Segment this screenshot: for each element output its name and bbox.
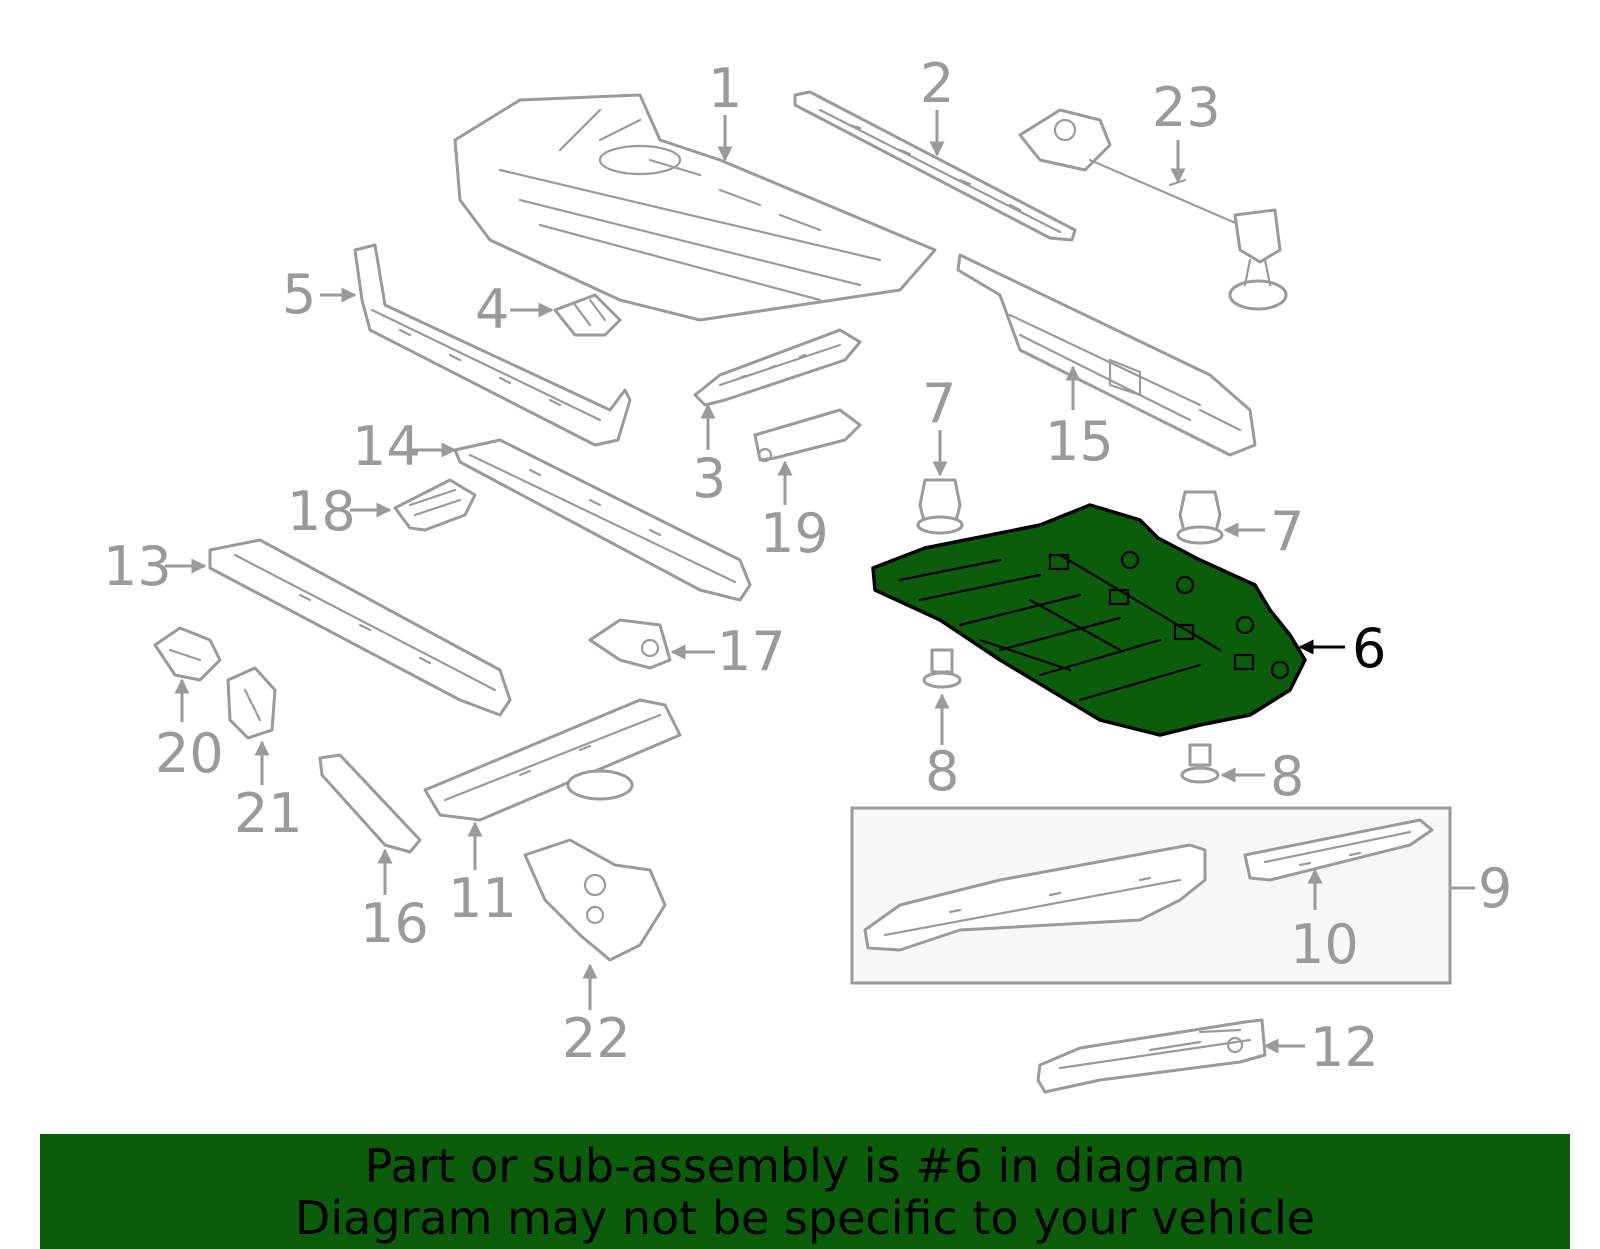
callout-7a[interactable]: 7 <box>922 372 956 435</box>
callout-21[interactable]: 21 <box>234 782 303 845</box>
callout-12[interactable]: 12 <box>1310 1016 1379 1079</box>
part-13-crossmember[interactable] <box>208 538 512 717</box>
part-21-bracket[interactable] <box>226 666 277 740</box>
part-14-crossmember[interactable] <box>453 438 752 602</box>
callout-8a[interactable]: 8 <box>925 740 959 803</box>
info-banner: Part or sub-assembly is #6 in diagram Di… <box>40 1134 1570 1249</box>
callout-10[interactable]: 10 <box>1290 913 1359 976</box>
callout-13[interactable]: 13 <box>103 535 172 598</box>
part-3-reinforcement[interactable] <box>693 328 862 407</box>
part-4-bracket[interactable] <box>553 293 622 337</box>
part-6-floor-undercover[interactable] <box>871 503 1307 737</box>
callout-23[interactable]: 23 <box>1152 76 1221 139</box>
part-1-rear-floor-pan[interactable] <box>453 93 937 322</box>
part-7-nut-right[interactable] <box>1176 490 1224 545</box>
part-11-crossmember[interactable] <box>423 698 682 822</box>
callout-15[interactable]: 15 <box>1045 410 1114 473</box>
callout-4[interactable]: 4 <box>475 278 509 341</box>
part-10-reinforcement[interactable] <box>1243 818 1434 882</box>
part-12-bracket[interactable] <box>1036 1018 1267 1094</box>
part-19-bracket[interactable] <box>753 408 862 463</box>
callout-20[interactable]: 20 <box>155 722 224 785</box>
group-9-box <box>850 806 1452 985</box>
callout-11[interactable]: 11 <box>448 867 517 930</box>
callout-22[interactable]: 22 <box>562 1007 631 1070</box>
part-16-brace[interactable] <box>318 753 422 854</box>
callout-2[interactable]: 2 <box>920 52 954 115</box>
callout-14[interactable]: 14 <box>352 415 421 478</box>
part-22-bracket[interactable] <box>523 838 667 962</box>
part-23-spare-tire-hanger[interactable] <box>1018 108 1288 311</box>
callout-19[interactable]: 19 <box>760 502 829 565</box>
callout-16[interactable]: 16 <box>360 892 429 955</box>
callout-3[interactable]: 3 <box>692 447 726 510</box>
callout-9[interactable]: 9 <box>1478 857 1512 920</box>
part-2-crossmember[interactable] <box>793 90 1077 242</box>
part-8-clip-left[interactable] <box>922 648 962 689</box>
callout-18[interactable]: 18 <box>287 480 356 543</box>
part-8-clip-right[interactable] <box>1180 743 1220 784</box>
callout-6[interactable]: 6 <box>1352 617 1386 680</box>
callout-7b[interactable]: 7 <box>1270 500 1304 563</box>
banner-line-1: Part or sub-assembly is #6 in diagram <box>364 1138 1246 1193</box>
part-5-side-rail[interactable] <box>353 243 632 447</box>
callout-1[interactable]: 1 <box>708 57 742 120</box>
callout-17[interactable]: 17 <box>717 620 786 683</box>
banner-line-2: Diagram may not be specific to your vehi… <box>294 1190 1316 1245</box>
part-18-bracket[interactable] <box>393 478 477 532</box>
part-17-bracket[interactable] <box>588 618 672 670</box>
callout-8b[interactable]: 8 <box>1270 745 1304 808</box>
part-20-bracket[interactable] <box>153 626 222 682</box>
callout-5[interactable]: 5 <box>282 263 316 326</box>
part-15-side-member[interactable] <box>956 253 1257 457</box>
part-7-nut-left[interactable] <box>916 478 964 535</box>
